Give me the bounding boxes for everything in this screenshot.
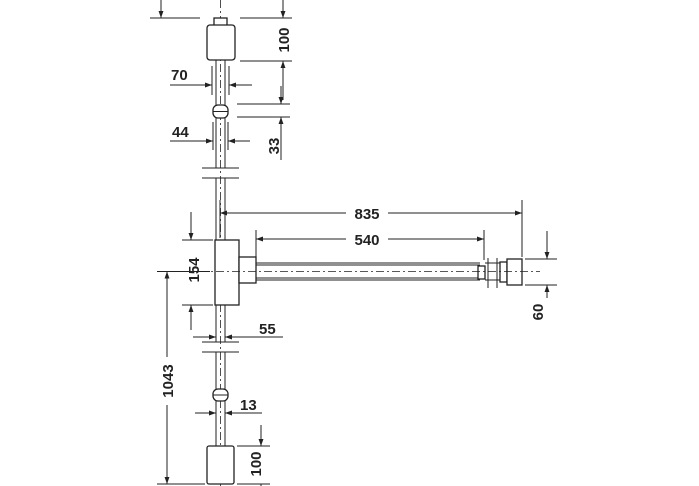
dim-width-13: 13 [195,397,262,416]
dim-label-bottom-height: 100 [248,451,265,476]
upper-clamp [212,104,229,119]
bottom-foot [206,445,235,485]
dim-label-arm-540: 540 [354,232,379,249]
dim-label-width-55: 55 [259,321,276,338]
lower-clamp [212,388,229,402]
dim-width-44: 44 [170,122,250,150]
dim-bottom-height: 100 [237,425,270,486]
dim-width-55: 55 [193,321,283,340]
dim-label-total-1043: 1043 [160,364,177,397]
dim-total-1043: 1043 [157,271,210,485]
dim-arm-540: 540 [255,230,485,260]
dim-width-70: 70 [170,66,252,95]
dim-label-arm-835: 835 [354,206,379,223]
vertical-rod [202,58,239,448]
top-mount [206,17,236,61]
dim-label-rod-60: 60 [530,304,547,321]
dim-block-154: 154 [182,212,213,330]
horizontal-arm [256,258,523,288]
main-block [214,239,257,306]
dim-label-width-13: 13 [240,397,257,414]
dim-height-33: 33 [237,86,290,160]
dim-label-block-154: 154 [186,257,203,283]
dim-top-fragment [150,0,200,19]
dim-label-width-44: 44 [172,124,189,141]
dim-rod-60: 60 [525,231,557,320]
dim-label-height-33: 33 [266,138,283,155]
dim-label-top-height: 100 [276,27,293,52]
dim-top-height: 100 [240,0,293,100]
dim-label-width-70: 70 [171,67,188,84]
dim-arm-835: 835 [219,200,523,257]
